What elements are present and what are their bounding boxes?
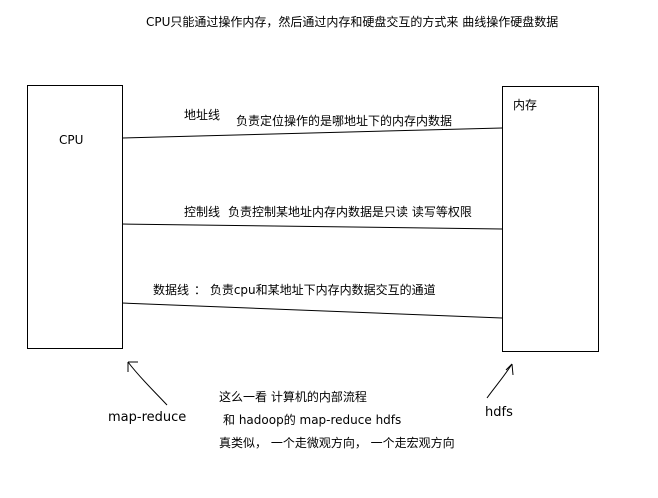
data-line-name: 数据线 bbox=[153, 283, 190, 297]
memory-box: 内存 bbox=[502, 86, 599, 352]
cpu-label: CPU bbox=[59, 133, 84, 147]
control-line bbox=[121, 223, 503, 230]
hdfs-label: hdfs bbox=[485, 405, 513, 420]
control-line-name: 控制线 bbox=[184, 205, 221, 219]
address-line-name: 地址线 bbox=[184, 108, 221, 122]
center-note-line-3: 真类似， 一个走微观方向， 一个走宏观方向 bbox=[219, 436, 455, 450]
hdfs-arrow bbox=[486, 363, 514, 399]
address-line bbox=[121, 127, 503, 139]
address-line-desc: 负责定位操作的是哪地址下的内存内数据 bbox=[236, 114, 453, 128]
memory-label: 内存 bbox=[513, 98, 538, 112]
header-text: CPU只能通过操作内存，然后通过内存和硬盘交互的方式来 曲线操作硬盘数据 bbox=[146, 15, 559, 29]
map-reduce-label: map-reduce bbox=[108, 410, 187, 425]
center-note-line-1: 这么一看 计算机的内部流程 bbox=[219, 390, 367, 404]
center-note-line-2: 和 hadoop的 map-reduce hdfs bbox=[223, 413, 402, 427]
cpu-box: CPU bbox=[27, 85, 123, 349]
data-line bbox=[121, 302, 503, 319]
control-line-desc: 负责控制某地址内存内数据是只读 读写等权限 bbox=[228, 205, 472, 219]
map-reduce-arrow bbox=[127, 361, 168, 406]
data-line-desc: ： 负责cpu和某地址下内存内数据交互的通道 bbox=[194, 283, 436, 297]
